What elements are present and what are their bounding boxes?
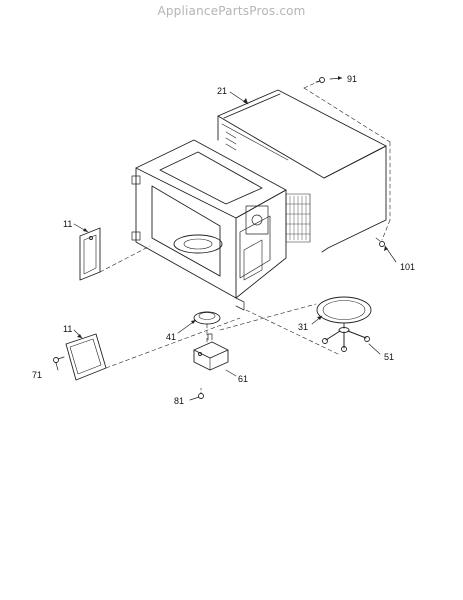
callout-91: 91	[347, 74, 357, 84]
callout-11-upper: 11	[63, 219, 72, 229]
callout-11-lower: 11	[63, 324, 72, 334]
callout-31: 31	[298, 322, 308, 332]
callout-81: 81	[174, 396, 184, 406]
callout-61: 61	[238, 374, 248, 384]
roller-ring-51	[322, 322, 370, 352]
turntable-motor-61	[193, 333, 229, 371]
cover-plate-upper	[79, 227, 101, 281]
outer-cabinet	[217, 89, 387, 253]
callout-71: 71	[32, 370, 42, 380]
assembly-dash-lines	[99, 79, 391, 369]
screw-71	[53, 356, 65, 363]
watermark: AppliancePartsPros.com	[157, 4, 306, 18]
callout-101: 101	[400, 262, 415, 272]
leader-arrowheads	[77, 76, 388, 338]
screw-101	[375, 237, 385, 247]
screw-81	[198, 387, 204, 399]
callout-21: 21	[217, 86, 227, 96]
screw-91	[315, 77, 325, 83]
cover-plate-lower	[65, 333, 107, 381]
callout-41: 41	[166, 332, 176, 342]
coupler-41	[193, 311, 221, 325]
glass-tray-31	[316, 296, 372, 324]
callout-51: 51	[384, 352, 394, 362]
oven-cavity	[131, 139, 287, 311]
